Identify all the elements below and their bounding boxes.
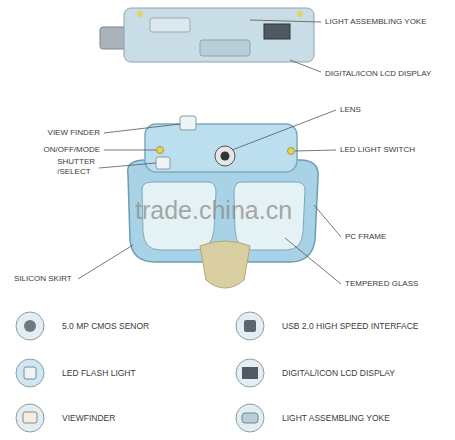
button (288, 148, 295, 155)
leader-lines (78, 20, 341, 284)
part-label: LENS (340, 105, 361, 115)
part-label: ON/OFF/MODE (44, 145, 100, 155)
leader-line (232, 110, 336, 150)
yoke-icon (242, 413, 258, 423)
brand-plate (150, 18, 190, 32)
watermark: trade.china.cn (135, 196, 292, 224)
camera-housing (124, 8, 314, 62)
usb-icon (236, 312, 264, 340)
part-label: VIEW FINDER (48, 128, 100, 138)
button (297, 11, 303, 17)
sensor-icon (16, 312, 44, 340)
top-view (100, 8, 314, 62)
viewfinder-icon (16, 404, 44, 432)
button (157, 147, 164, 154)
feature-label: USB 2.0 HIGH SPEED INTERFACE (282, 321, 419, 331)
sensor-icon (24, 320, 36, 332)
feature-label: LED FLASH LIGHT (62, 368, 136, 378)
feature-icons (16, 312, 264, 432)
viewfinder (180, 116, 196, 130)
usb-icon (244, 320, 256, 332)
part-label: LED LIGHT SWITCH (340, 145, 415, 155)
lcd-icon (236, 359, 264, 387)
part-label: DIGITAL/ICON LCD DISPLAY (325, 69, 431, 79)
leader-line (314, 205, 341, 237)
button (137, 11, 143, 17)
yoke-icon (236, 404, 264, 432)
light-assembling-yoke (200, 40, 250, 56)
flash-icon (24, 367, 36, 379)
leader-line (104, 150, 156, 151)
leader-line (290, 60, 321, 72)
flash-light (156, 157, 170, 169)
flash-icon (16, 359, 44, 387)
leader-line (285, 238, 341, 284)
leader-line (295, 150, 336, 151)
leader-line (250, 20, 321, 22)
mask-camera (128, 116, 319, 288)
part-label: SILICON SKIRT (14, 274, 72, 284)
part-label: PC FRAME (345, 232, 386, 242)
lens (215, 146, 235, 166)
lens (221, 152, 230, 161)
camera-body (145, 124, 297, 172)
silicon-skirt (200, 241, 250, 288)
feature-label: VIEWFINDER (62, 413, 115, 423)
viewfinder-icon (23, 412, 37, 423)
lcd-display (264, 24, 290, 39)
part-label: TEMPERED GLASS (345, 279, 418, 289)
leader-line (104, 124, 180, 133)
feature-label: 5.0 MP CMOS SENOR (62, 321, 149, 331)
lcd-icon (242, 367, 258, 379)
part-label: SHUTTER /SELECT (57, 157, 95, 177)
leader-line (99, 163, 156, 168)
feature-label: DIGITAL/ICON LCD DISPLAY (282, 368, 395, 378)
part-label: LIGHT ASSEMBLING YOKE (325, 17, 427, 27)
leader-line (78, 245, 133, 279)
feature-label: LIGHT ASSEMBLING YOKE (282, 413, 390, 423)
